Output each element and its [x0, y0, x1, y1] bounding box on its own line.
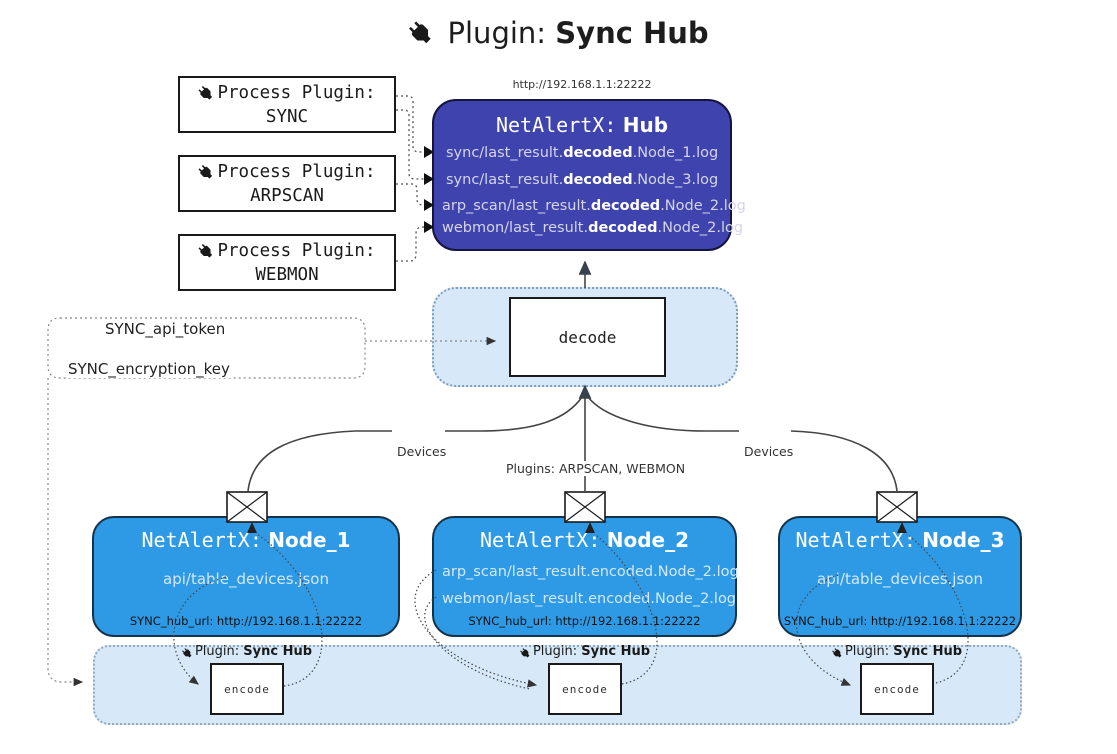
- encode-plugin-prefix: Plugin:: [532, 644, 578, 659]
- hub-log-bold: decoded: [590, 198, 661, 214]
- node-file: arp_scan/last_result.encoded.Node_2.log: [442, 564, 739, 580]
- encode-plugin-name: Sync Hub: [243, 644, 313, 659]
- node-title-name: Node_3: [922, 528, 1005, 552]
- node-file: api/table_devices.json: [163, 570, 329, 588]
- process-plugin-name: SYNC: [265, 107, 309, 127]
- encode-box-1: encode: [210, 663, 284, 715]
- node-hub-url: SYNC_hub_url: http://192.168.1.1:22222: [468, 614, 701, 628]
- hub-log-bold: decoded: [563, 145, 633, 161]
- hub-log-post: .Node_2.log: [660, 198, 746, 214]
- hub-log-pre: arp_scan/last_result.: [442, 198, 591, 214]
- hub-log-bold: decoded: [563, 172, 633, 188]
- plug-icon: [400, 12, 447, 59]
- process-plugin-arpscan: Process Plugin: ARPSCAN: [178, 155, 396, 212]
- node-2-box: NetAlertX: Node_2 arp_scan/last_result.e…: [432, 516, 739, 637]
- node-hub-url: SYNC_hub_url: http://192.168.1.1:22222: [783, 614, 1017, 628]
- hub-title-name: Hub: [622, 113, 669, 137]
- hub-log-line: sync/last_result.decoded.Node_3.log: [446, 172, 718, 190]
- hub-log-pre: sync/last_result.: [446, 145, 564, 161]
- page-title-name: Sync Hub: [555, 16, 709, 50]
- encode-box-2: encode: [548, 663, 622, 715]
- encode-plugin-name: Sync Hub: [581, 644, 651, 659]
- node-title-prefix: NetAlertX:: [795, 528, 916, 552]
- process-plugin-label: Process Plugin:: [217, 162, 376, 182]
- process-plugin-label: Process Plugin:: [217, 83, 376, 103]
- encode-plugin-prefix: Plugin:: [194, 644, 240, 659]
- plug-icon: [193, 159, 223, 189]
- hub-box: NetAlertX: Hub sync/last_result.decoded.…: [432, 99, 746, 251]
- sync-api-token-label: SYNC_api_token: [103, 320, 228, 338]
- plugin-to-hub-connectors: [396, 95, 425, 262]
- encode-plugin-label-3: Plugin: Sync Hub: [817, 644, 977, 663]
- node-hub-url: SYNC_hub_url: http://192.168.1.1:22222: [129, 614, 363, 628]
- encode-plugin-label-1: Plugin: Sync Hub: [167, 644, 327, 663]
- decode-box: decode: [509, 297, 666, 377]
- hub-title-prefix: NetAlertX:: [495, 113, 617, 137]
- hub-log-pre: webmon/last_result.: [442, 220, 589, 236]
- process-plugin-name: WEBMON: [255, 265, 319, 285]
- page-title-prefix: Plugin:: [447, 16, 547, 50]
- node-title: NetAlertX: Node_1: [94, 528, 398, 552]
- encode-box-3: encode: [860, 663, 934, 715]
- node-title-prefix: NetAlertX:: [479, 528, 601, 552]
- node-title-name: Node_2: [606, 528, 690, 552]
- plugins-middle-label: Plugins: ARPSCAN, WEBMON: [503, 461, 689, 476]
- devices-right-label: Devices: [741, 444, 797, 459]
- sync-encryption-key-label: SYNC_encryption_key: [66, 360, 232, 378]
- hub-log-line: arp_scan/last_result.decoded.Node_2.log: [442, 198, 746, 216]
- node-1-box: NetAlertX: Node_1 api/table_devices.json…: [92, 516, 400, 637]
- process-plugin-webmon: Process Plugin: WEBMON: [178, 234, 396, 291]
- hub-log-pre: sync/last_result.: [446, 172, 564, 188]
- node-3-box: NetAlertX: Node_3 api/table_devices.json…: [778, 516, 1022, 637]
- process-plugin-sync: Process Plugin: SYNC: [178, 76, 396, 133]
- hub-log-line: sync/last_result.decoded.Node_1.log: [446, 145, 718, 163]
- node-title: NetAlertX: Node_2: [434, 528, 735, 552]
- node-title: NetAlertX: Node_3: [780, 528, 1020, 552]
- plug-icon: [193, 238, 223, 268]
- hub-title: NetAlertX: Hub: [434, 113, 730, 137]
- page-title: Plugin: Sync Hub: [0, 16, 1117, 54]
- node-title-name: Node_1: [268, 528, 351, 552]
- plug-icon: [193, 80, 223, 110]
- encode-plugin-label-2: Plugin: Sync Hub: [505, 644, 665, 663]
- encode-plugin-prefix: Plugin:: [844, 644, 890, 659]
- node-file: api/table_devices.json: [817, 570, 983, 588]
- hub-log-post: .Node_2.log: [657, 220, 744, 236]
- hub-log-post: .Node_1.log: [632, 145, 719, 161]
- process-plugin-name: ARPSCAN: [250, 186, 324, 206]
- node-file: webmon/last_result.encoded.Node_2.log: [442, 591, 737, 607]
- hub-log-line: webmon/last_result.decoded.Node_2.log: [442, 220, 743, 238]
- hub-url-label: http://192.168.1.1:22222: [512, 78, 652, 91]
- node-title-prefix: NetAlertX:: [141, 528, 262, 552]
- encode-plugin-name: Sync Hub: [893, 644, 963, 659]
- devices-left-label: Devices: [394, 444, 450, 459]
- process-plugin-label: Process Plugin:: [217, 241, 376, 261]
- hub-log-post: .Node_3.log: [632, 172, 719, 188]
- hub-log-bold: decoded: [588, 220, 658, 236]
